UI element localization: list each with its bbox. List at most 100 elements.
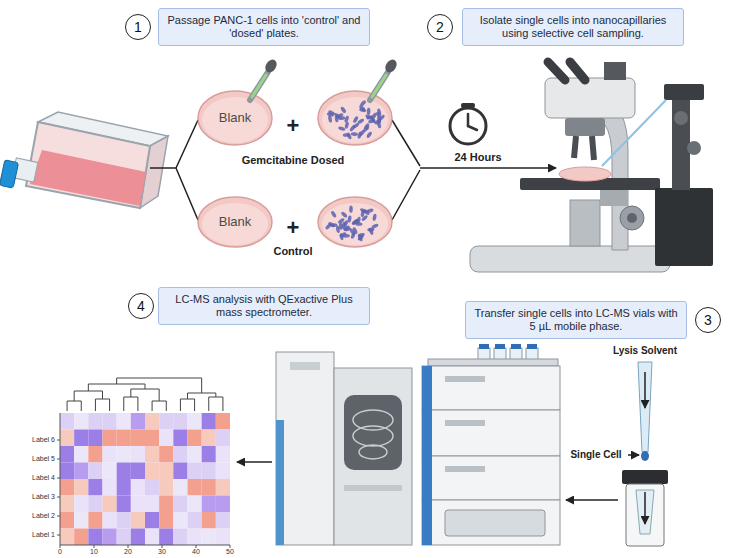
microscope: [548, 62, 565, 80]
microscope: [470, 62, 713, 272]
heatmap: [173, 496, 187, 513]
heatmap: [88, 413, 102, 430]
dish-label: Blank: [219, 215, 252, 230]
microscope: [620, 206, 644, 230]
lc-system: [495, 344, 505, 349]
step-box: Isolate single cells into nanocapillarie…: [462, 8, 684, 46]
microscope: [655, 188, 713, 266]
heatmap: [202, 496, 216, 513]
lc-system: [445, 420, 485, 426]
heatmap: [103, 479, 117, 496]
heatmap: [173, 446, 187, 463]
culture-flask: [30, 150, 146, 206]
dropper: [370, 72, 388, 100]
capillary-vial: [644, 492, 646, 524]
dish-label: Blank: [219, 111, 252, 126]
axis-tick-label: 50: [226, 548, 234, 556]
flow-lines: [566, 499, 618, 501]
heatmap: [57, 478, 60, 479]
petri-dish: [322, 97, 388, 143]
heatmap: [88, 463, 102, 480]
heatmap: [103, 496, 117, 513]
lc-system: [510, 348, 522, 360]
petri-dish: [318, 91, 392, 145]
heatmap: [60, 446, 74, 463]
lc-system: [428, 359, 558, 366]
heatmap: [117, 479, 131, 496]
heatmap: [88, 430, 102, 447]
cell-cluster: [371, 223, 379, 229]
heatmap: [188, 446, 202, 463]
microscope: [627, 213, 637, 223]
heatmap: [159, 529, 173, 546]
row-label: Label 4: [32, 474, 55, 482]
cell-cluster: [352, 227, 358, 235]
heatmap: [159, 446, 173, 463]
microscope: [664, 84, 704, 100]
heatmap: [145, 413, 159, 430]
heatmap: [216, 430, 230, 447]
heatmap: [162, 545, 163, 548]
axis-tick-label: 20: [124, 548, 132, 556]
heatmap: [188, 413, 202, 430]
heatmap: [103, 430, 117, 447]
heatmap: [159, 496, 173, 513]
heatmap: [60, 545, 61, 548]
clock-icon: [467, 114, 470, 126]
heatmap: [173, 479, 187, 496]
heatmap: [131, 479, 145, 496]
heatmap: [188, 430, 202, 447]
heatmap: [216, 496, 230, 513]
lc-system: [422, 366, 432, 545]
heatmap: [74, 496, 88, 513]
step-text: LC-MS analysis with QExactive Plus mass …: [167, 293, 361, 319]
cell-cluster: [341, 221, 346, 229]
heatmap: [117, 413, 131, 430]
part-label: Single Cell: [570, 449, 621, 461]
heatmap: [103, 463, 117, 480]
cell-cluster: [344, 121, 349, 129]
heatmap: [74, 446, 88, 463]
step-box: Transfer single cells into LC-MS vials w…: [465, 301, 687, 339]
mass-spectrometer: [353, 410, 393, 430]
heatmap: [67, 378, 223, 411]
petri-dish: [202, 203, 268, 245]
petri-dish: [202, 97, 268, 143]
heatmap: [60, 512, 74, 529]
step-number: 1: [125, 14, 151, 40]
axis-tick-label: 10: [90, 548, 98, 556]
heatmap: [57, 497, 60, 498]
cell-cluster: [358, 104, 366, 111]
heatmap: [216, 512, 230, 529]
heatmap: [216, 529, 230, 546]
callout-number: 1: [134, 19, 142, 35]
heatmap: [202, 512, 216, 529]
cell-cluster: [330, 223, 337, 227]
dropper: [383, 57, 399, 74]
mass-spectrometer: [290, 362, 320, 370]
axis-tick-label: 40: [192, 548, 200, 556]
microscope: [674, 111, 688, 125]
lc-system: [445, 466, 485, 472]
microscope: [687, 141, 701, 155]
heatmap: [202, 446, 216, 463]
cell-cluster: [359, 129, 366, 137]
row-label: Label 5: [32, 455, 55, 463]
lc-system: [445, 376, 485, 382]
heatmap: [57, 516, 60, 517]
heatmap: [131, 529, 145, 546]
mass-spectrometer: [334, 368, 412, 545]
heatmap: [117, 512, 131, 529]
clock-icon: [450, 108, 486, 144]
heatmap: [131, 413, 145, 430]
cell-cluster: [351, 132, 358, 136]
culture-flask: [0, 112, 168, 208]
petri-dish: [198, 91, 392, 247]
cell-cluster: [328, 110, 336, 116]
microscope: [470, 246, 670, 272]
cell-cluster: [365, 123, 370, 131]
heatmap: [202, 463, 216, 480]
lc-system: [422, 456, 560, 500]
cell-cluster: [367, 108, 371, 115]
